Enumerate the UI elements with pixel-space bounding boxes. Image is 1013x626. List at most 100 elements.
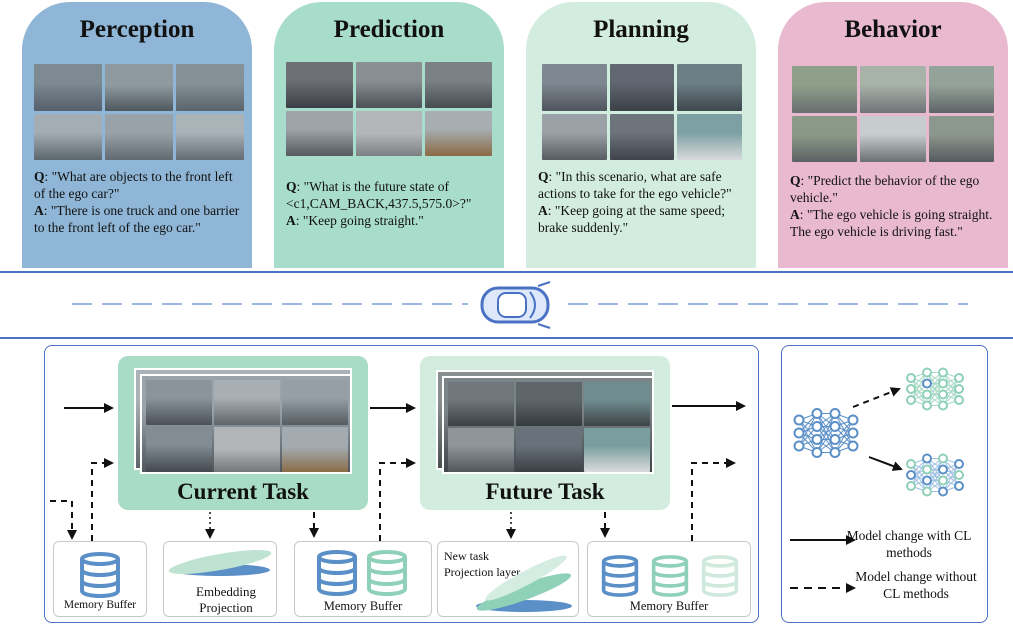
future-task-label: Future Task <box>485 479 605 504</box>
current-task-block: Current Task <box>118 356 368 510</box>
neural-network-diagram <box>793 367 964 497</box>
network-node <box>938 400 948 411</box>
camera-image <box>448 382 514 426</box>
network-edge <box>910 372 928 401</box>
projection-ellipses <box>476 555 572 612</box>
memory-buffer-label: Memory Buffer <box>323 599 403 613</box>
network-node <box>906 481 916 491</box>
perception-qa: Q: "What are objects to the front left o… <box>34 169 240 235</box>
legend-panel <box>781 345 988 623</box>
network-node <box>954 459 964 469</box>
camera-image <box>542 113 607 160</box>
camera-image <box>34 113 102 160</box>
behavior-card: Behavior Q: "Predict the behavior of the… <box>778 2 1008 268</box>
legend-dashed-line <box>790 583 856 593</box>
memory-buffer-label: Memory Buffer <box>63 599 137 611</box>
network-node <box>829 408 841 419</box>
answer-text: : "Keep going at the same speed; brake s… <box>538 203 725 235</box>
embedding-projection-box: Embedding Projection <box>163 541 277 617</box>
camera-image <box>105 113 173 160</box>
network-node <box>922 486 932 497</box>
network-node <box>938 464 948 475</box>
camera-image <box>214 427 280 472</box>
camera-image <box>214 380 280 425</box>
network-edge <box>926 458 944 492</box>
network-node <box>938 378 948 389</box>
camera-image <box>860 66 926 113</box>
current-task-photos <box>146 380 348 472</box>
network-node <box>811 421 823 432</box>
prediction-card: Prediction Q: "What is the future state … <box>274 2 504 268</box>
network-edge <box>926 372 944 406</box>
solid-model-arrow <box>868 456 903 471</box>
answer-text: : "The ego vehicle is going straight. Th… <box>790 207 993 239</box>
projection-ellipses <box>168 550 272 576</box>
network-edge <box>910 458 928 487</box>
network-edge <box>798 413 818 447</box>
network-node <box>938 389 948 400</box>
behavior-qa: Q: "Predict the behavior of the ego vehi… <box>790 173 993 239</box>
camera-image <box>176 113 244 160</box>
network-node <box>938 453 948 464</box>
network-node <box>829 421 841 432</box>
planning-photos <box>542 64 742 160</box>
network-edge <box>834 419 854 453</box>
camera-image <box>286 110 353 156</box>
database-icon <box>651 555 689 597</box>
camera-image <box>355 110 423 156</box>
answer-text: : "There is one truck and one barrier to… <box>34 203 240 235</box>
network-edge <box>942 377 960 406</box>
network-node <box>954 384 964 394</box>
camera-image <box>677 113 742 160</box>
database-icon <box>601 555 639 597</box>
network-node <box>811 408 823 419</box>
camera-image <box>516 428 582 472</box>
camera-image <box>176 64 244 111</box>
network-node <box>938 486 948 497</box>
current-task-label: Current Task <box>177 479 309 504</box>
camera-image <box>792 115 858 162</box>
network-node <box>922 475 932 486</box>
network-node <box>954 373 964 383</box>
continual-learning-panel <box>44 345 759 623</box>
memory-buffer-box-3: Memory Buffer <box>587 541 751 617</box>
network-node <box>906 384 916 394</box>
memory-buffer-box-1: Memory Buffer <box>53 541 147 617</box>
network-node <box>922 378 932 389</box>
behavior-photos <box>792 66 994 162</box>
legend-dashed-label: Model change without CL methods <box>855 569 977 601</box>
database-icon <box>80 552 120 598</box>
buffer1-to-current-arrow <box>91 458 114 541</box>
network-node <box>954 395 964 405</box>
card-title-prediction: Prediction <box>333 16 445 43</box>
prediction-qa: Q: "What is the future state of <c1,CAM_… <box>286 179 472 228</box>
car-icon <box>480 281 551 329</box>
new-task-projection-box: New task Projection layer <box>437 541 579 617</box>
camera-image <box>282 380 348 425</box>
network-node <box>938 367 948 378</box>
camera-image <box>425 62 492 108</box>
network-node <box>922 389 932 400</box>
card-title-planning: Planning <box>593 16 689 43</box>
camera-image <box>792 66 858 113</box>
camera-image <box>146 427 212 472</box>
camera-image <box>448 428 514 472</box>
camera-image <box>677 64 742 111</box>
camera-image <box>425 110 492 156</box>
divider-bottom <box>0 337 1013 339</box>
network-node <box>906 395 916 405</box>
network-node <box>793 440 805 452</box>
network-node <box>847 414 859 426</box>
database-icon <box>317 550 357 596</box>
network-node <box>906 459 916 469</box>
network-node <box>811 447 823 458</box>
network-node <box>829 447 841 458</box>
new-task-label: New task Projection layer <box>444 549 521 579</box>
network-node <box>922 400 932 411</box>
buffer3-output-arrow <box>691 458 736 541</box>
camera-image <box>609 113 675 160</box>
camera-image <box>928 115 994 162</box>
future-task-photos <box>448 382 650 472</box>
